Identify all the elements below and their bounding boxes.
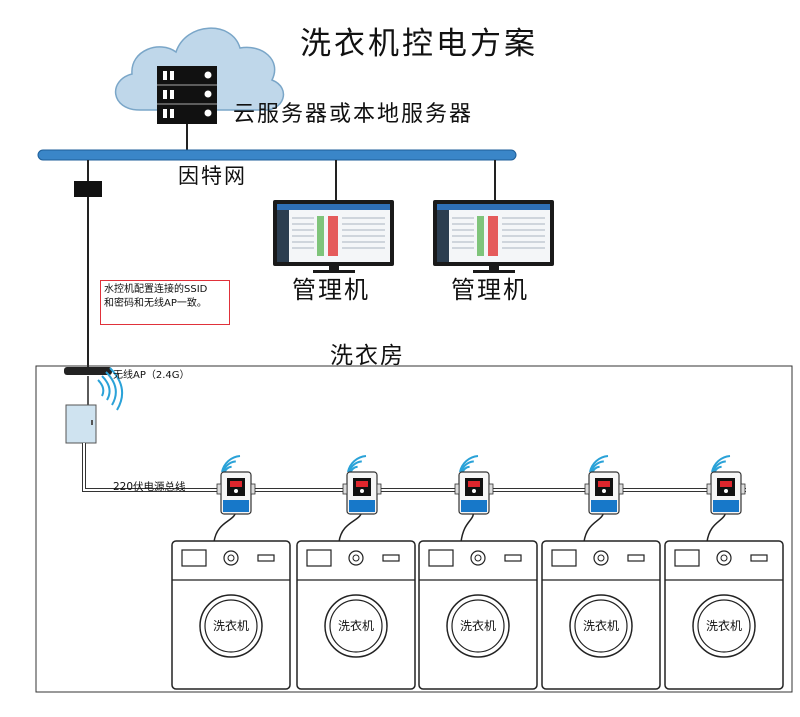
washing-machine-icon xyxy=(171,540,291,690)
water-controller-icon xyxy=(454,471,494,515)
laundry-room-frame xyxy=(35,365,793,693)
washing-machine-icon xyxy=(296,540,416,690)
page-title: 洗衣机控电方案 xyxy=(300,26,538,62)
power-box-icon xyxy=(65,404,97,444)
manager-label: 管理机 xyxy=(292,276,370,304)
server-label: 云服务器或本地服务器 xyxy=(233,102,474,127)
washing-machine-label: 洗衣机 xyxy=(459,619,496,633)
water-controller-icon xyxy=(342,471,382,515)
wifi-icon xyxy=(221,455,241,474)
wireless-ap-label: 无线AP（2.4G） xyxy=(113,370,190,381)
wifi-icon xyxy=(711,455,731,474)
washing-machine-icon xyxy=(418,540,538,690)
monitor-icon xyxy=(433,200,554,273)
note-line-1: 水控机配置连接的SSID xyxy=(104,284,208,295)
power-cord xyxy=(583,509,605,543)
network-switch-icon xyxy=(74,181,102,197)
power-bus-line xyxy=(82,443,746,492)
power-cord xyxy=(338,509,363,543)
internet-label: 因特网 xyxy=(178,164,247,188)
power-bus-label: 220伏电源总线 xyxy=(113,481,186,493)
ssid-note: 水控机配置连接的SSID 和密码和无线AP一致。 xyxy=(100,280,230,325)
washing-machine-icon xyxy=(664,540,784,690)
monitor-icon xyxy=(273,200,394,273)
wifi-icon xyxy=(347,455,367,474)
water-controller-icon xyxy=(706,471,746,515)
wireless-ap-icon xyxy=(64,367,124,411)
power-cord xyxy=(460,509,475,543)
power-cord xyxy=(213,509,237,543)
washing-machine-label: 洗衣机 xyxy=(705,619,742,633)
washing-machine-label: 洗衣机 xyxy=(212,619,249,633)
washing-machine-label: 洗衣机 xyxy=(582,619,619,633)
wifi-icon xyxy=(589,455,609,474)
water-controller-icon xyxy=(584,471,624,515)
laundry-room-label: 洗衣房 xyxy=(330,343,405,369)
note-line-2: 和密码和无线AP一致。 xyxy=(104,298,207,309)
manager-label: 管理机 xyxy=(451,276,529,304)
server-icon xyxy=(157,66,217,124)
internet-bus xyxy=(37,149,517,161)
wifi-icon xyxy=(459,455,479,474)
power-cord xyxy=(706,509,727,543)
water-controller-icon xyxy=(216,471,256,515)
washing-machine-icon xyxy=(541,540,661,690)
washing-machine-label: 洗衣机 xyxy=(337,619,374,633)
